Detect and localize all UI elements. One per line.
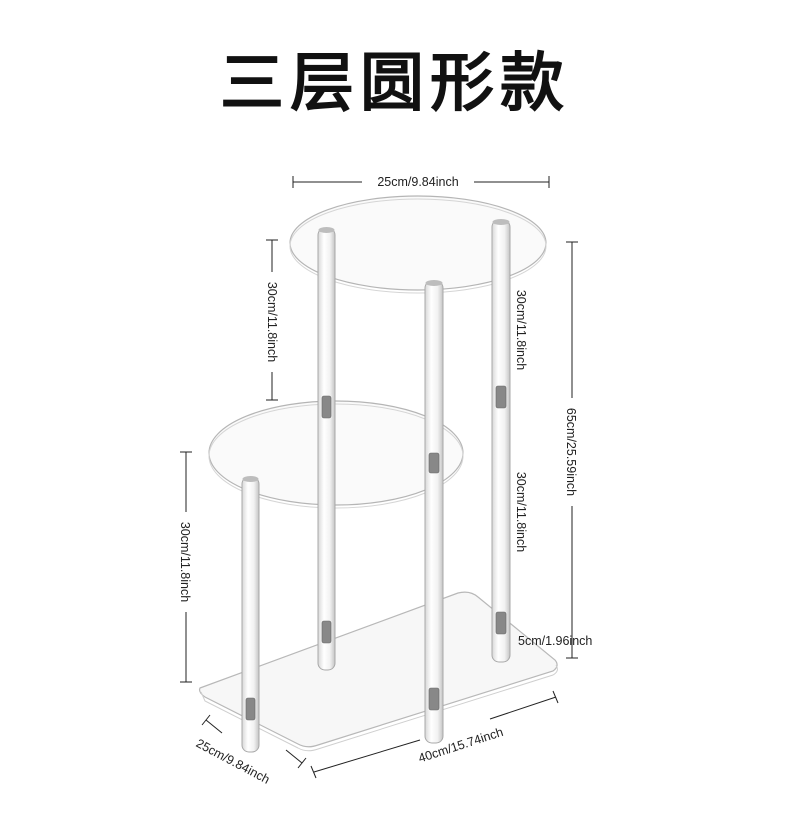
rod-right-back xyxy=(491,219,511,663)
label-tier3-height-left: 30cm/11.8inch xyxy=(178,522,192,602)
label-top-diameter: 25cm/9.84inch xyxy=(377,175,458,189)
middle-tier-disc xyxy=(208,400,464,509)
dimension-lines xyxy=(180,176,578,779)
label-tier2-height-right: 30cm/11.8inch xyxy=(514,290,528,370)
label-base-gap: 5cm/1.96inch xyxy=(518,634,592,648)
page-title: 三层圆形款 xyxy=(220,47,570,121)
rod-caps xyxy=(242,219,510,482)
rod-connectors xyxy=(245,385,507,721)
label-total-height: 65cm/25.59inch xyxy=(564,408,578,496)
top-tier-disc xyxy=(289,195,547,294)
base-plate xyxy=(198,591,558,752)
rod-front-long xyxy=(424,280,444,744)
label-tier1-height: 30cm/11.8inch xyxy=(265,282,279,362)
label-base-depth: 25cm/9.84inch xyxy=(194,736,272,787)
label-tier3-height-right: 30cm/11.8inch xyxy=(514,472,528,552)
rod-middle-left xyxy=(317,227,336,671)
support-rods xyxy=(241,219,511,753)
